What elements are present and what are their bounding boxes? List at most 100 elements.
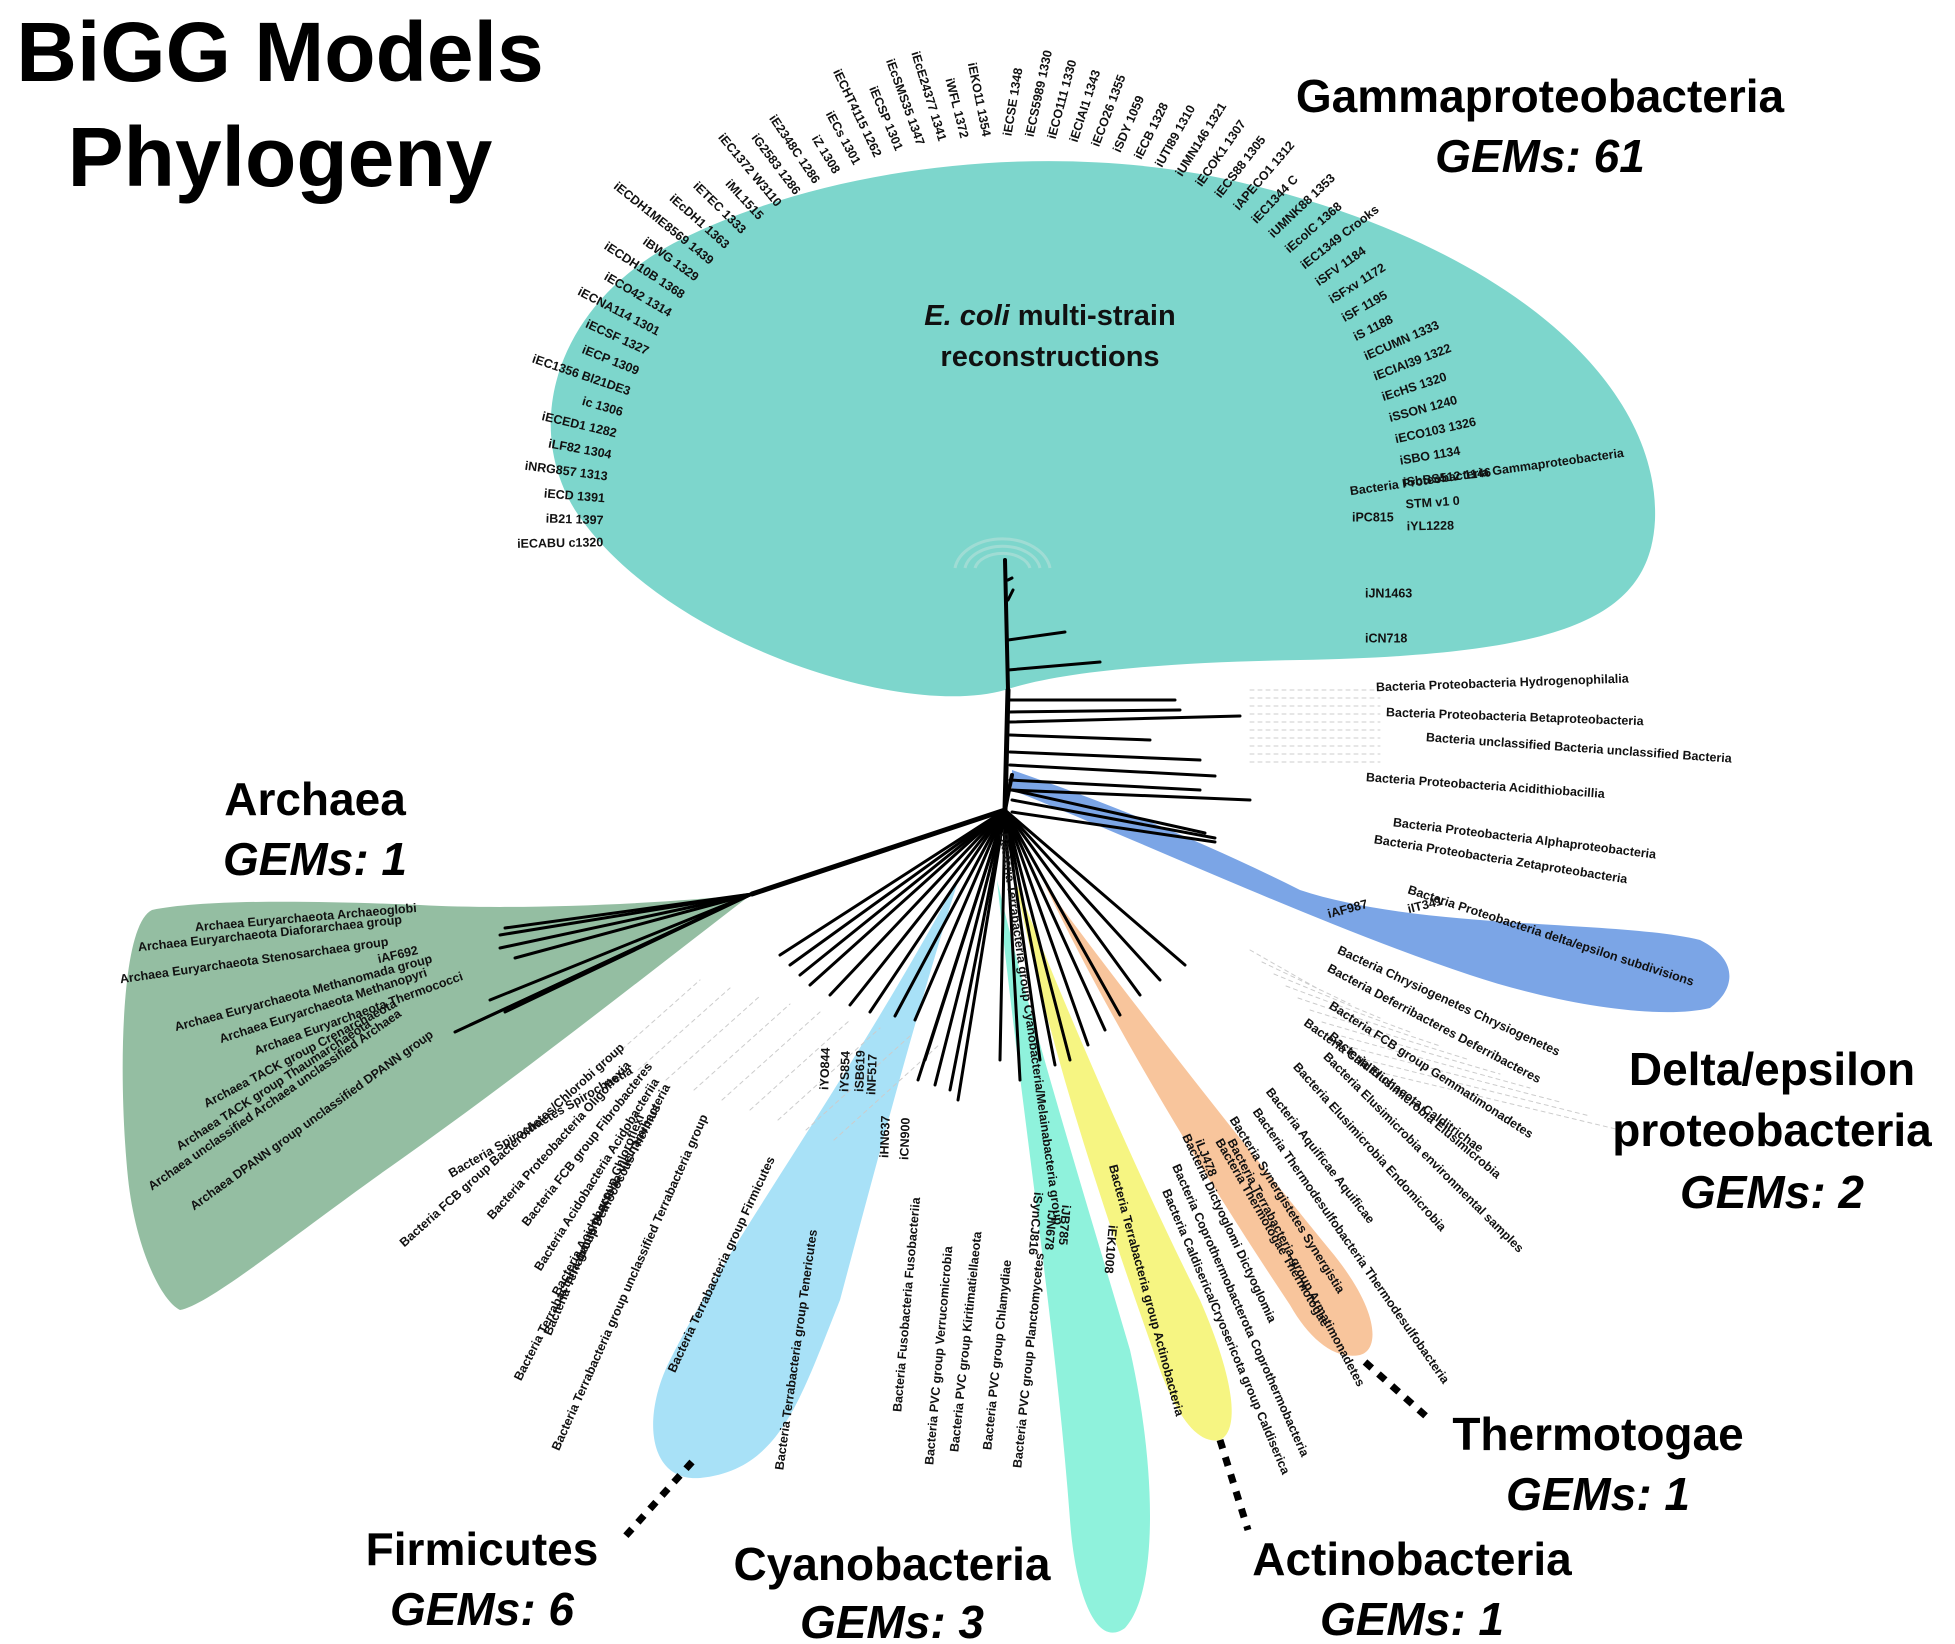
title-line-1: BiGG Models xyxy=(16,5,544,99)
archaea-branch xyxy=(453,892,754,1034)
fan-branch xyxy=(1003,808,1057,1067)
leaf-label: Bacteria Elusimicrobia environmental sam… xyxy=(1321,1050,1527,1256)
firmicutes-clade-name: Firmicutes xyxy=(366,1523,599,1575)
tree-branches xyxy=(453,558,1252,1102)
archaea-stem-branch xyxy=(749,807,1008,897)
actinobacteria-leader xyxy=(1216,1438,1252,1532)
delta-branch xyxy=(1010,788,1207,835)
fan-branch xyxy=(798,808,1007,977)
fan-branch xyxy=(868,808,1007,1014)
actinobacteria-clade-name: Actinobacteria xyxy=(1252,1533,1572,1585)
guide-line xyxy=(665,995,761,1081)
thermotogae-clade-gems: GEMs: 1 xyxy=(1506,1468,1690,1520)
leaf-label: iPC815 xyxy=(1352,510,1394,524)
fan-branch xyxy=(848,808,1007,1007)
guide-line xyxy=(1309,1009,1471,1061)
fan-branch xyxy=(916,808,1007,1082)
delta-epsilon-highlight xyxy=(1012,770,1730,1013)
gamma-branch xyxy=(1006,660,1102,672)
archaea-clade-name: Archaea xyxy=(224,773,406,825)
guide-line xyxy=(1333,1033,1531,1089)
fan-branch xyxy=(1003,808,1162,982)
leaf-label: Bacteria Proteobacteria Hydrogenophilali… xyxy=(1376,671,1630,694)
fan-branch xyxy=(808,808,1007,987)
cyanobacteria-clade-name: Cyanobacteria xyxy=(733,1538,1050,1590)
proteo-branch xyxy=(1008,778,1202,792)
gamma-branch xyxy=(1006,576,1014,582)
guide-line xyxy=(637,987,731,1071)
gammaproteobacteria-highlight xyxy=(550,161,1656,697)
leaf-label: iEK1008 xyxy=(1101,1224,1119,1274)
gamma-stem-branch xyxy=(1003,558,1010,692)
ecoli-annotation-italic: E. coli xyxy=(924,300,1010,332)
leaf-label: iJN1463 xyxy=(1365,586,1412,600)
leader-lines xyxy=(619,1359,1431,1543)
actinobacteria-clade-gems: GEMs: 1 xyxy=(1320,1593,1504,1644)
guide-line xyxy=(777,1027,881,1121)
fan-branch xyxy=(998,808,1007,1062)
ecoli-annotation: E. coli multi-strain xyxy=(924,300,1175,332)
delta-clade-name-2: proteobacteria xyxy=(1612,1104,1932,1156)
archaea-highlight xyxy=(122,894,752,1310)
fan-branch xyxy=(1003,808,1142,997)
fan-branch xyxy=(1003,808,1187,967)
fan-branch xyxy=(778,808,1007,957)
trunk-branch xyxy=(1002,687,1011,813)
guide-line xyxy=(833,1043,941,1141)
guide-lines xyxy=(609,689,1621,1141)
leaf-label: iECABU c1320 xyxy=(517,535,603,551)
leaf-label: iE2348C 1286 xyxy=(766,112,823,186)
title-line-2: Phylogeny xyxy=(67,110,493,204)
guide-line xyxy=(1261,961,1351,1005)
guide-line xyxy=(1297,997,1441,1047)
leaf-label: iCN900 xyxy=(897,1117,912,1160)
proteo-branch xyxy=(1008,788,1252,802)
fan-branch xyxy=(956,808,1007,1102)
leaf-label: iCN718 xyxy=(1365,631,1407,645)
leaf-label: iB21 1397 xyxy=(546,511,604,527)
figure-title: BiGG Models Phylogeny xyxy=(0,0,560,210)
leaf-label: iECSE 1348 xyxy=(1000,67,1025,137)
leaf-label: iSynCJ816 xyxy=(1026,1191,1045,1255)
gamma-clade-gems: GEMs: 61 xyxy=(1435,130,1645,182)
fan-branch xyxy=(788,808,1007,967)
proteo-branch xyxy=(1008,763,1217,778)
ecoli-annotation-rest: multi-strain xyxy=(1010,300,1176,332)
guide-line xyxy=(693,1003,791,1091)
delta-clade-gems: GEMs: 2 xyxy=(1680,1166,1864,1218)
thermotogae-leader xyxy=(1362,1359,1431,1421)
leaf-label: iYL1228 xyxy=(1407,518,1455,533)
thermotogae-clade-name: Thermotogae xyxy=(1452,1408,1743,1460)
guide-line xyxy=(1273,973,1381,1019)
delta-branch xyxy=(1010,810,1217,844)
leaf-label: iNF517 xyxy=(864,1054,879,1096)
gamma-clade-name: Gammaproteobacteria xyxy=(1296,70,1785,122)
leaf-label: STM v1 0 xyxy=(1405,494,1460,512)
proteo-branch xyxy=(1008,708,1182,714)
leaf-label: iSB619 xyxy=(852,1050,867,1092)
fan-branch xyxy=(1003,808,1022,1082)
archaea-clade-gems: GEMs: 1 xyxy=(223,833,407,885)
fan-branch xyxy=(893,808,1007,1018)
archaea-branch xyxy=(488,892,754,1002)
fan-branch xyxy=(913,808,1007,1022)
clade-highlights xyxy=(122,161,1730,1633)
actinobacteria-highlight xyxy=(1015,880,1232,1441)
guide-line xyxy=(1321,1021,1501,1075)
guide-line xyxy=(721,1011,821,1101)
fan-branch xyxy=(828,808,1007,997)
leaf-label: iECD 1391 xyxy=(543,486,605,505)
thermotogae-highlight xyxy=(1045,885,1373,1356)
fan-branch xyxy=(1003,808,1090,1047)
leaf-label: Bacteria unclassified Bacteria unclassif… xyxy=(1426,730,1734,765)
guide-line xyxy=(1357,1057,1591,1117)
leaf-label: iYS854 xyxy=(837,1051,852,1093)
proteo-branch xyxy=(1008,733,1152,742)
cyanobacteria-clade-gems: GEMs: 3 xyxy=(800,1596,984,1644)
gamma-branch xyxy=(1006,588,1015,602)
fan-branch xyxy=(1003,808,1042,1062)
firmicutes-highlight xyxy=(653,875,960,1479)
archaea-branch xyxy=(498,892,754,950)
guide-line xyxy=(1345,1045,1561,1103)
